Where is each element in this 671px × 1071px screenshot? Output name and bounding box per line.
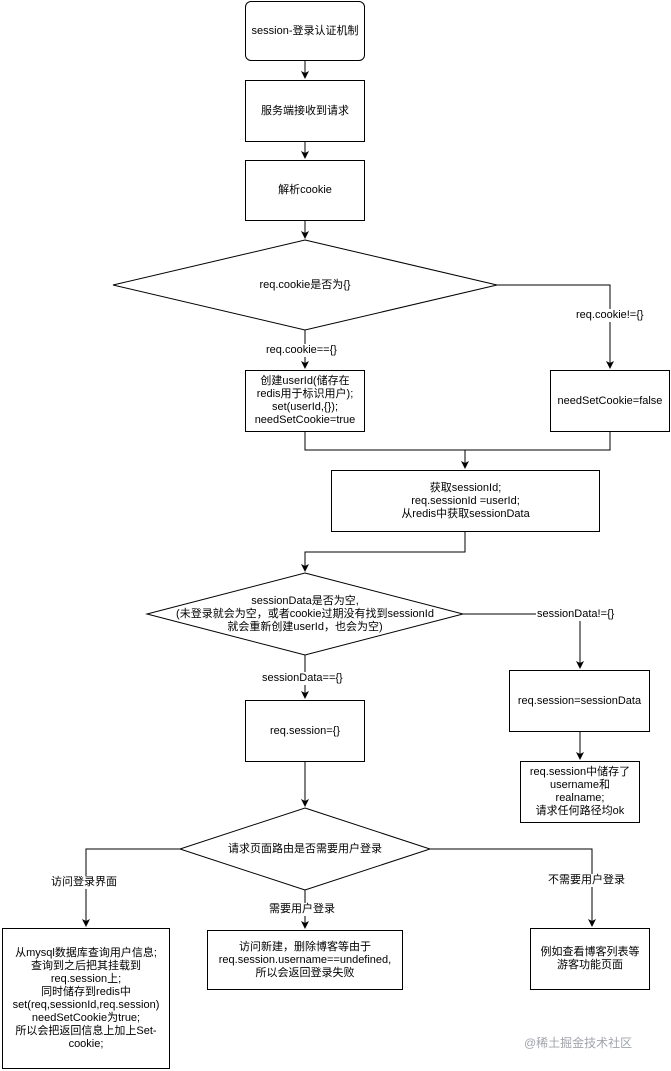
edge-route-loginpage <box>82 848 180 927</box>
login-page-node: 从mysql数据库查询用户信息; 查询到之后把其挂载到 req.session上… <box>2 928 170 1069</box>
session-set-label: req.session=sessionData <box>517 694 642 707</box>
receive-node: 服务端接收到请求 <box>245 80 365 142</box>
parse-node: 解析cookie <box>245 160 365 221</box>
receive-label: 服务端接收到请求 <box>261 104 349 117</box>
edge-label-cookie-not-empty: req.cookie!={} <box>575 309 645 322</box>
cookie-check-label: req.cookie是否为{} <box>259 278 351 291</box>
session-stored-label: req.session中储存了 username和 realname; 请求任何… <box>529 766 631 817</box>
session-stored-node: req.session中储存了 username和 realname; 请求任何… <box>520 761 640 823</box>
edge-sessioncheck-set <box>463 613 584 669</box>
edge-label-session-not-empty: sessionData!={} <box>536 608 616 621</box>
edge-label-cookie-empty: req.cookie=={} <box>265 344 338 357</box>
no-login-node: 例如查看博客列表等 游客功能页面 <box>530 928 650 990</box>
edge-check-needfalse <box>497 284 614 369</box>
session-check-label-box: sessionData是否为空, (未登录就会为空，或者cookie过期没有找到… <box>150 592 460 636</box>
edge-label-need-login: 需要用户登录 <box>268 903 336 916</box>
need-login-node: 访问新建，删除博客等由于 req.session.username==undef… <box>207 930 403 990</box>
get-session-node: 获取sessionId; req.sessionId =userId; 从red… <box>331 470 600 532</box>
create-user-node: 创建userId(储存在 redis用于标识用户); set(userId,{}… <box>245 370 365 432</box>
edge-label-visit-login: 访问登录界面 <box>50 876 118 889</box>
need-false-label: needSetCookie=false <box>557 394 663 407</box>
cookie-check-label-box: req.cookie是否为{} <box>200 276 410 294</box>
edge-route-nologin <box>430 848 596 927</box>
start-node: session-登录认证机制 <box>245 1 365 61</box>
watermark: @稀土掘金技术社区 <box>524 1036 633 1050</box>
session-check-label: sessionData是否为空, (未登录就会为空，或者cookie过期没有找到… <box>176 594 434 633</box>
route-check-label-box: 请求页面路由是否需要用户登录 <box>205 840 405 858</box>
no-login-label: 例如查看博客列表等 游客功能页面 <box>540 946 640 971</box>
edge-get-sessioncheck <box>301 532 466 572</box>
start-label: session-登录认证机制 <box>251 24 359 37</box>
edge-needfalse-get <box>465 432 611 451</box>
session-empty-label: req.session={} <box>269 724 341 737</box>
edge-label-session-empty: sessionData=={} <box>261 672 344 685</box>
login-page-label: 从mysql数据库查询用户信息; 查询到之后把其挂载到 req.session上… <box>12 946 160 1050</box>
edge-label-no-login: 不需要用户登录 <box>547 874 626 887</box>
need-login-label: 访问新建，删除博客等由于 req.session.username==undef… <box>218 940 392 979</box>
session-empty-node: req.session={} <box>245 700 365 762</box>
edge-create-get <box>304 432 469 469</box>
route-check-label: 请求页面路由是否需要用户登录 <box>228 842 382 855</box>
session-set-node: req.session=sessionData <box>509 670 650 732</box>
get-session-label: 获取sessionId; req.sessionId =userId; 从red… <box>401 481 530 520</box>
create-user-label: 创建userId(储存在 redis用于标识用户); set(userId,{}… <box>254 375 356 426</box>
need-false-node: needSetCookie=false <box>550 370 670 432</box>
parse-label: 解析cookie <box>278 184 332 196</box>
